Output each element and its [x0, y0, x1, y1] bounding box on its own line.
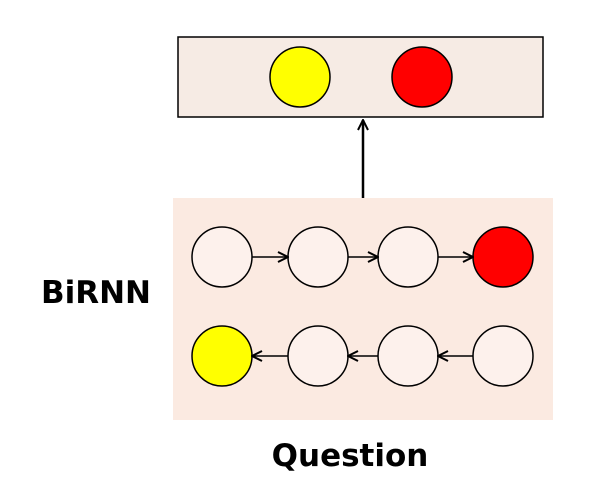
output-node-red — [391, 46, 453, 108]
backward-node-1 — [191, 325, 253, 387]
backward-node-4 — [472, 325, 534, 387]
forward-node-1 — [191, 226, 253, 288]
output-node-yellow — [269, 46, 331, 108]
birnn-label: BiRNN — [41, 275, 151, 311]
forward-node-4 — [472, 226, 534, 288]
backward-node-3 — [377, 325, 439, 387]
question-label: Question — [272, 438, 429, 474]
forward-node-2 — [287, 226, 349, 288]
forward-row — [191, 226, 534, 288]
backward-row — [191, 325, 534, 387]
output-nodes — [269, 46, 453, 108]
backward-node-2 — [287, 325, 349, 387]
output-box — [177, 36, 544, 118]
forward-node-3 — [377, 226, 439, 288]
